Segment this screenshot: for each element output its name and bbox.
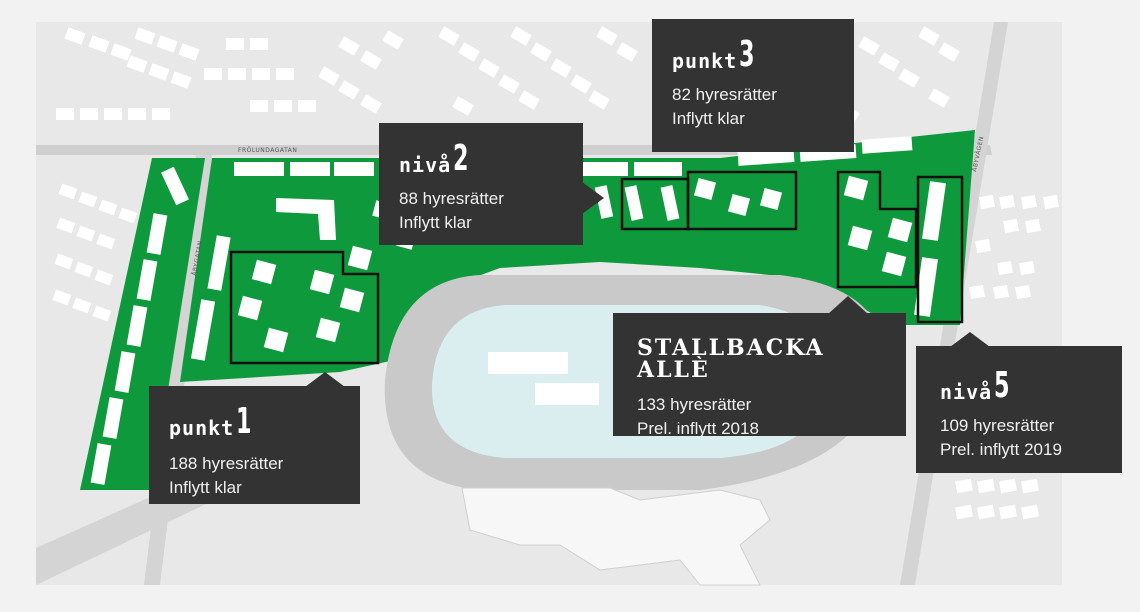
card-stallbacka-alle: STALLBACKA ALLÈ 133 hyresrätter Prel. in… <box>613 313 906 438</box>
card-unit-count: 133 hyresrätter <box>637 395 752 414</box>
card-unit-count: 88 hyresrätter <box>399 189 504 208</box>
card-title-text: STALLBACKA ALLÈ <box>637 335 825 383</box>
plot-niva-5-b <box>916 175 964 324</box>
card-status: Prel. inflytt 2019 <box>940 440 1062 459</box>
card-title-word: punkt <box>672 49 738 73</box>
plot-punkt-3 <box>686 170 798 231</box>
card-title-number: 1 <box>236 401 252 442</box>
card-title-word: punkt <box>169 416 235 440</box>
card-status: Prel. inflytt 2018 <box>637 419 759 438</box>
card-status: Inflytt klar <box>399 213 472 232</box>
pointer-niva-2 <box>582 182 604 214</box>
street-label-north: FRÖLUNDAGATAN <box>238 147 297 154</box>
card-unit-count: 188 hyresrätter <box>169 454 284 473</box>
card-title-number: 3 <box>739 34 755 75</box>
plot-outlines <box>229 170 964 365</box>
card-title: STALLBACKA ALLÈ <box>637 337 882 381</box>
plot-niva-5-a <box>836 170 918 289</box>
card-title-number: 5 <box>994 365 1010 406</box>
card-title-word: nivå <box>399 153 452 177</box>
card-status: Inflytt klar <box>169 478 242 497</box>
card-unit-count: 109 hyresrätter <box>940 416 1055 435</box>
plot-punkt-1 <box>229 250 380 365</box>
pointer-stallbacka <box>828 296 868 314</box>
east-buildings <box>955 194 1059 520</box>
card-status: Inflytt klar <box>672 109 745 128</box>
pointer-niva-5 <box>950 332 990 347</box>
pointer-punkt-1 <box>305 372 345 387</box>
card-title-word: nivå <box>940 380 993 404</box>
west-buildings <box>52 183 138 322</box>
card-unit-count: 82 hyresrätter <box>672 85 777 104</box>
site-buildings <box>90 136 946 485</box>
grandstand <box>461 487 771 586</box>
card-title-number: 2 <box>453 138 469 179</box>
